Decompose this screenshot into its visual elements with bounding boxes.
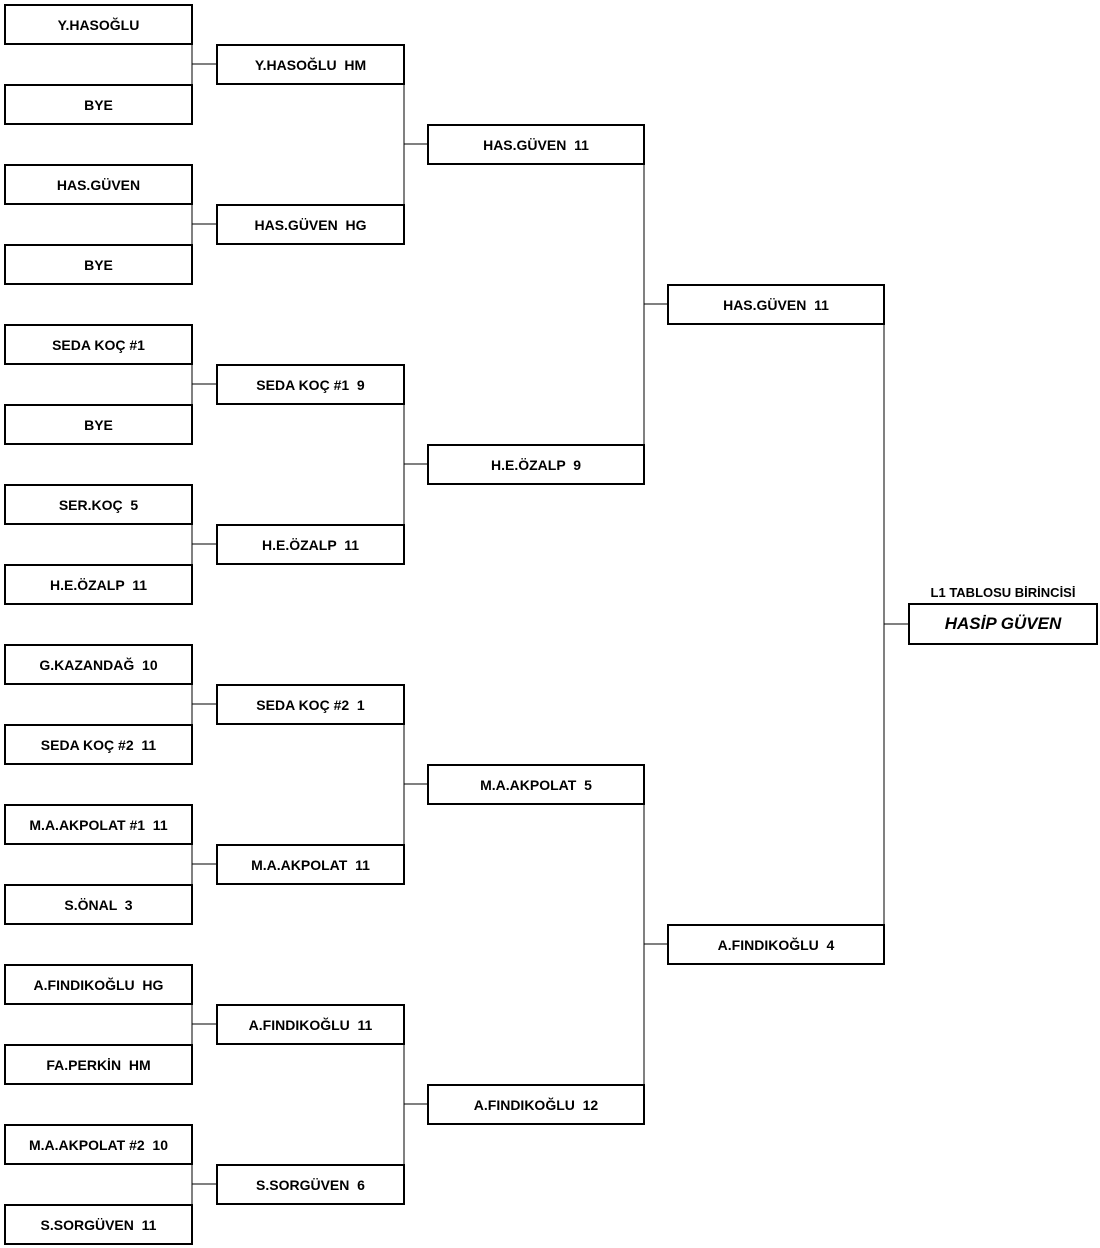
round4-slot: A.FINDIKOĞLU 4 — [667, 924, 885, 965]
round1-slot: M.A.AKPOLAT #1 11 — [4, 804, 193, 845]
round1-slot: H.E.ÖZALP 11 — [4, 564, 193, 605]
round1-slot: S.SORGÜVEN 11 — [4, 1204, 193, 1245]
round1-slot: BYE — [4, 404, 193, 445]
round1-slot: M.A.AKPOLAT #2 10 — [4, 1124, 193, 1165]
round1-slot: S.ÖNAL 3 — [4, 884, 193, 925]
round4-slot: HAS.GÜVEN 11 — [667, 284, 885, 325]
round2-slot: HAS.GÜVEN HG — [216, 204, 405, 245]
round1-slot: Y.HASOĞLU — [4, 4, 193, 45]
round1-slot: BYE — [4, 84, 193, 125]
round2-slot: H.E.ÖZALP 11 — [216, 524, 405, 565]
round3-slot: A.FINDIKOĞLU 12 — [427, 1084, 645, 1125]
round1-slot: SEDA KOÇ #2 11 — [4, 724, 193, 765]
round1-slot: FA.PERKİN HM — [4, 1044, 193, 1085]
round2-slot: S.SORGÜVEN 6 — [216, 1164, 405, 1205]
round1-slot: A.FINDIKOĞLU HG — [4, 964, 193, 1005]
round2-slot: Y.HASOĞLU HM — [216, 44, 405, 85]
round2-slot: SEDA KOÇ #1 9 — [216, 364, 405, 405]
round2-slot: M.A.AKPOLAT 11 — [216, 844, 405, 885]
round1-slot: HAS.GÜVEN — [4, 164, 193, 205]
round1-slot: SER.KOÇ 5 — [4, 484, 193, 525]
round2-slot: A.FINDIKOĞLU 11 — [216, 1004, 405, 1045]
winner-title: L1 TABLOSU BİRİNCİSİ — [930, 585, 1076, 600]
round3-slot: H.E.ÖZALP 9 — [427, 444, 645, 485]
round1-slot: BYE — [4, 244, 193, 285]
round1-slot: G.KAZANDAĞ 10 — [4, 644, 193, 685]
round3-slot: HAS.GÜVEN 11 — [427, 124, 645, 165]
round1-slot: SEDA KOÇ #1 — [4, 324, 193, 365]
winner-box: HASİP GÜVEN — [908, 603, 1098, 645]
round3-slot: M.A.AKPOLAT 5 — [427, 764, 645, 805]
round2-slot: SEDA KOÇ #2 1 — [216, 684, 405, 725]
